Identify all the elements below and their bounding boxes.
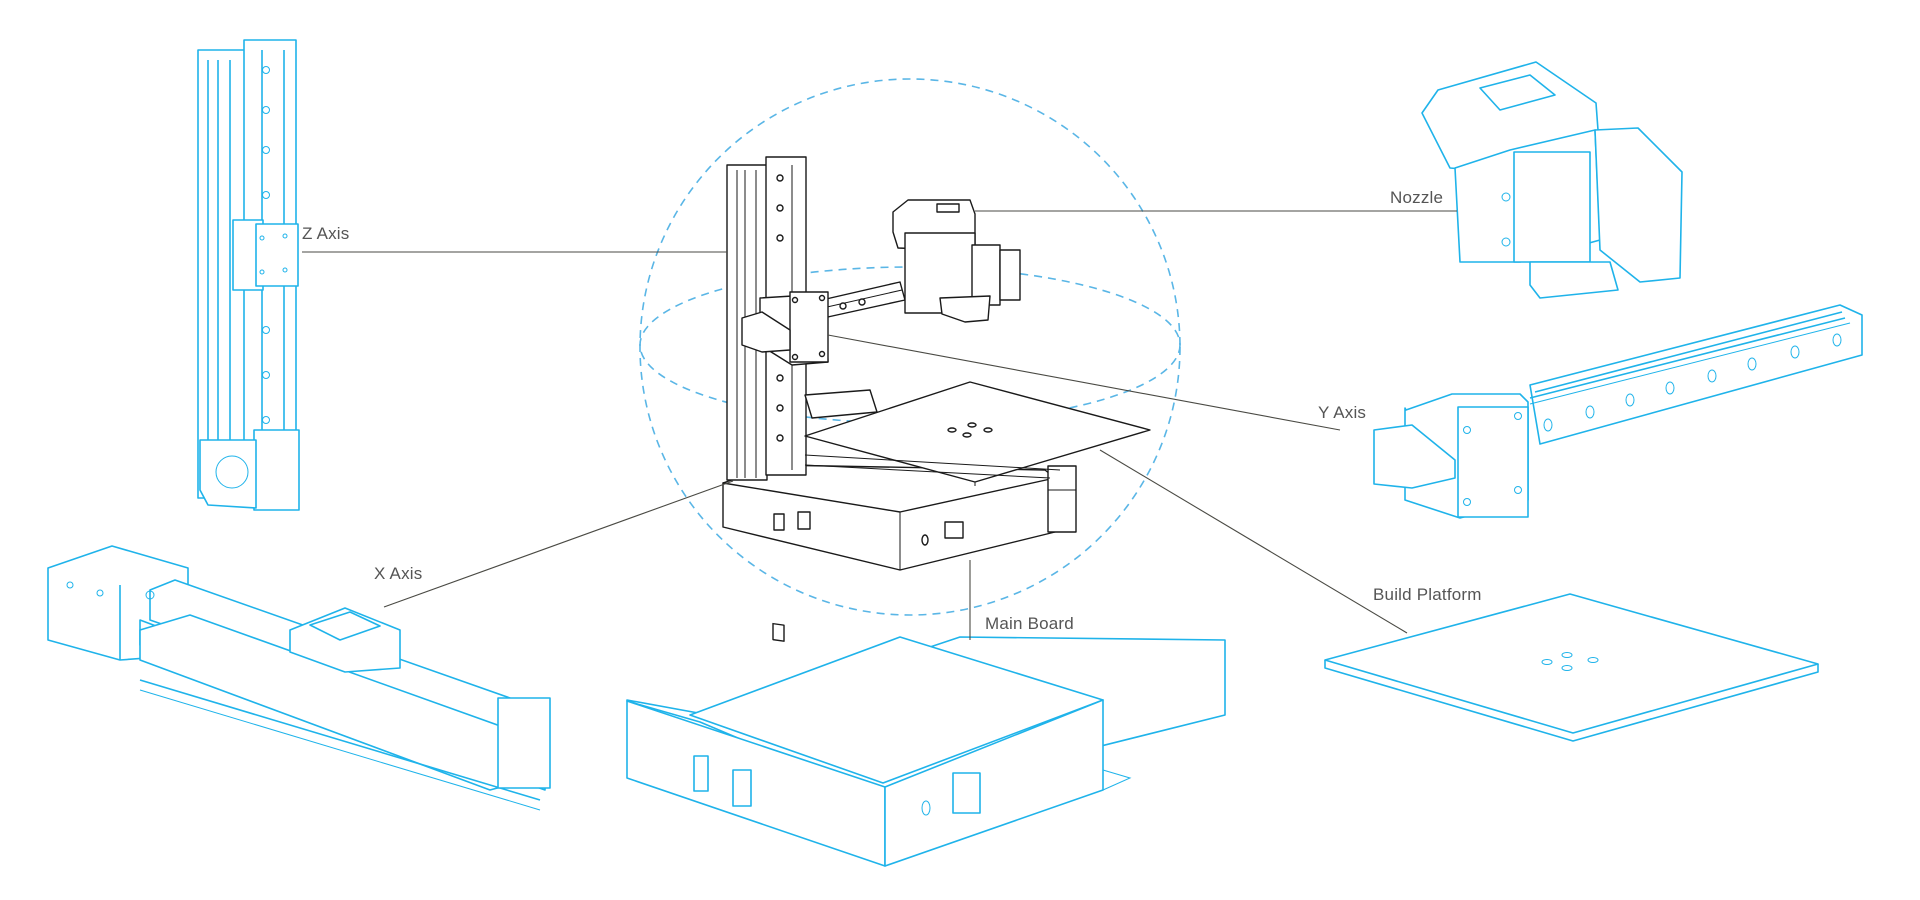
part-main-board: [626, 636, 1226, 867]
assembly-build-plate: [804, 381, 1151, 483]
leader-lines: [302, 210, 1457, 640]
leader-x-axis: [383, 480, 734, 608]
label-nozzle: Nozzle: [1390, 188, 1444, 207]
label-y-axis: Y Axis: [1318, 403, 1367, 422]
part-build-platform: [1324, 593, 1819, 742]
printer-assembly: [722, 156, 1151, 642]
part-z-axis: [197, 39, 300, 511]
part-nozzle: [1421, 61, 1683, 299]
label-build-platform: Build Platform: [1373, 585, 1482, 604]
leader-build-platform: [1099, 449, 1408, 634]
part-y-axis: [1373, 304, 1863, 519]
leader-y-axis: [827, 334, 1341, 431]
label-z-axis: Z Axis: [302, 224, 350, 243]
label-x-axis: X Axis: [374, 564, 423, 583]
label-main-board: Main Board: [985, 614, 1074, 633]
part-x-axis: [47, 545, 551, 811]
